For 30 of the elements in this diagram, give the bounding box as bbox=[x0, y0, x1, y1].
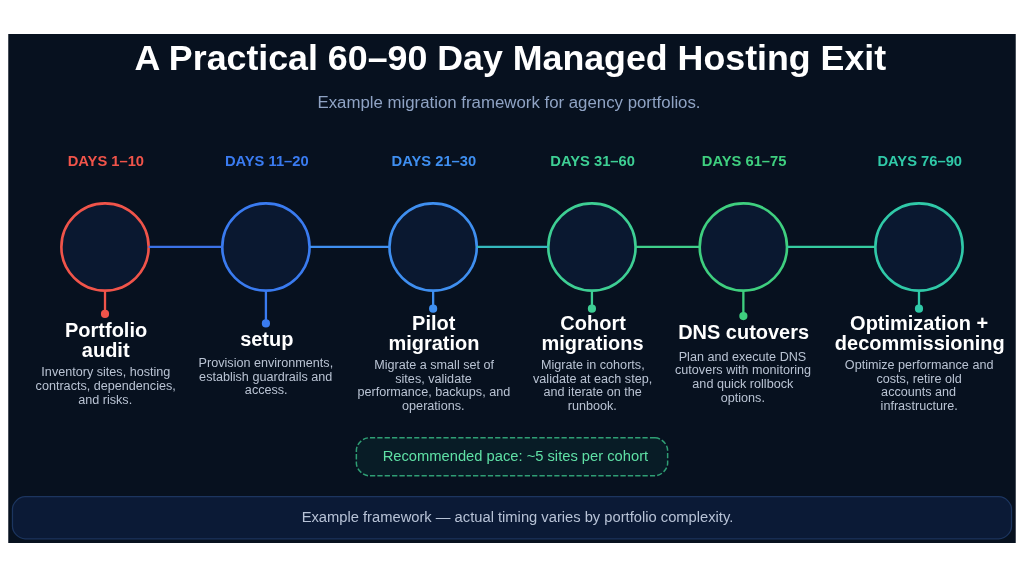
connector bbox=[148, 245, 223, 248]
node-box: Recommended pace: ~5 sites per cohort bbox=[355, 436, 669, 476]
node-circle bbox=[388, 201, 479, 292]
connector bbox=[309, 245, 390, 248]
node-label: DAYS 31–60 bbox=[550, 152, 635, 169]
node-text: Pilot migration Migrate a small set of sites, validate performance, backups, and operations. bbox=[357, 311, 511, 413]
node-circle bbox=[874, 201, 964, 292]
node-label: DAYS 21–30 bbox=[391, 152, 477, 169]
node-text: Portfolio audit Inventory sites, hosting contracts, dependencies, and risks. bbox=[35, 318, 176, 407]
connector bbox=[476, 245, 549, 248]
node-label: DAYS 1–10 bbox=[67, 152, 145, 169]
node-label: DAYS 11–20 bbox=[224, 152, 309, 169]
node-text: DNS cutovers Plan and execute DNS cutovers with monitoring and quick rollbock options. bbox=[675, 320, 811, 405]
node-label: DAYS 76–90 bbox=[877, 152, 963, 169]
node-circle bbox=[546, 201, 637, 292]
node-label: DAYS 61–75 bbox=[701, 152, 787, 169]
diagram-title: A Practical 60–90 Day Managed Hosting Exit bbox=[134, 37, 887, 78]
connector bbox=[739, 290, 748, 320]
node-circle bbox=[698, 201, 789, 292]
connector bbox=[787, 245, 876, 248]
connector bbox=[261, 290, 270, 327]
connector bbox=[100, 290, 110, 318]
node-circle bbox=[60, 201, 150, 292]
node-circle bbox=[220, 201, 311, 292]
node-box: Example framework — actual timing varies by portfolio complexity. bbox=[11, 495, 1013, 539]
node-text: setup Provision environments, establish guardrails and access. bbox=[198, 327, 334, 397]
connector bbox=[635, 245, 700, 248]
node-text: Cohort migrations Migrate in cohorts, validate at each step, and iterate on the runbook. bbox=[533, 311, 653, 413]
node-text: Optimization + decommissioning Optimize performance and costs, retire old accounts and infrastructure. bbox=[834, 311, 1005, 413]
label: Example migration framework for agency portfolios. bbox=[317, 92, 701, 112]
